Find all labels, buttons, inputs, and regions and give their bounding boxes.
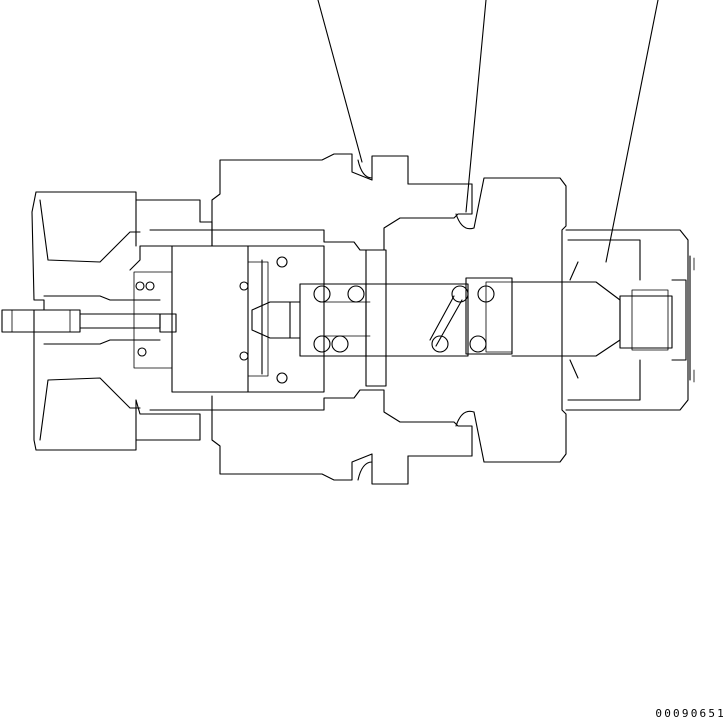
leader-lines [317, 0, 659, 263]
springs-and-balls [135, 256, 495, 384]
main-body [149, 153, 475, 485]
stem-shaft [1, 309, 81, 333]
left-housing [31, 191, 213, 451]
valve-stem [1, 309, 177, 333]
leader-line-1 [317, 0, 363, 163]
right-housing [473, 177, 695, 463]
part-code-label: 00090651 [655, 707, 726, 720]
spool-assembly [133, 245, 621, 393]
leader-line-3 [605, 0, 659, 263]
leader-line-2 [465, 0, 487, 213]
